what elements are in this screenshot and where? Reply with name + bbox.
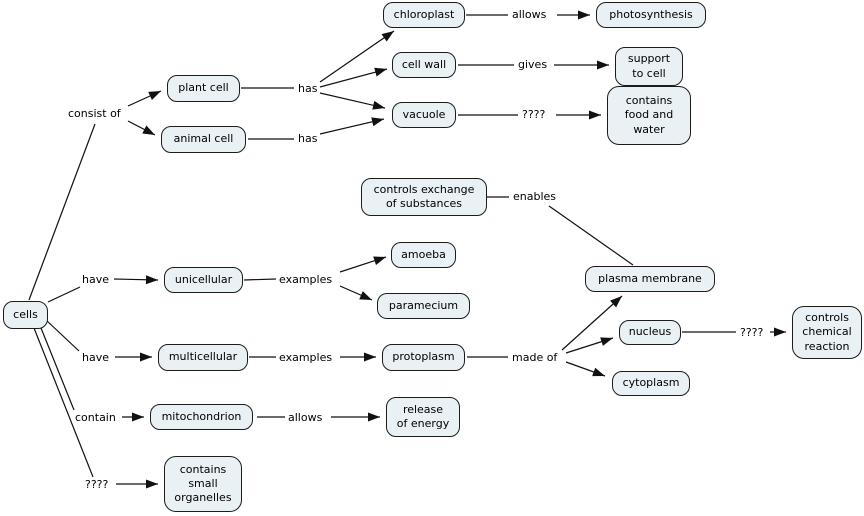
edge-consistof-animalcell <box>127 120 156 136</box>
edge-label-consist-of[interactable]: consist of <box>67 107 122 120</box>
node-mitochondrion[interactable]: mitochondrion <box>150 404 253 430</box>
edge-has-chloroplast <box>319 30 395 83</box>
edge-label-contain[interactable]: contain <box>74 411 117 424</box>
node-multicellular[interactable]: multicellular <box>158 344 248 371</box>
edge-label-has-plant[interactable]: has <box>297 82 319 95</box>
node-cells-label: cells <box>13 307 38 321</box>
edge-label-gives[interactable]: gives <box>517 58 549 71</box>
node-plasma-membrane[interactable]: plasma membrane <box>585 266 715 292</box>
node-chloroplast-label: chloroplast <box>393 7 455 21</box>
node-cells[interactable]: cells <box>3 301 48 329</box>
node-paramecium[interactable]: paramecium <box>377 293 470 319</box>
edge-has-vacuole-plant <box>319 92 386 110</box>
edge-label-allows-top[interactable]: allows <box>511 8 548 21</box>
edge-enables-plasmamembrane <box>548 205 634 266</box>
node-plant-cell-label: plant cell <box>178 81 229 95</box>
edge-label-unknown-vacuole[interactable]: ???? <box>521 108 547 121</box>
node-support-to-cell[interactable]: support to cell <box>615 47 683 86</box>
edge-label-unknown-nucleus[interactable]: ???? <box>739 326 765 339</box>
node-amoeba-label: amoeba <box>401 247 446 261</box>
edge-consistof-plantcell <box>127 90 162 107</box>
node-cell-wall-label: cell wall <box>401 57 447 71</box>
node-photosynthesis-label: photosynthesis <box>609 7 693 21</box>
edge-cells-have-multicellular <box>45 319 80 352</box>
node-contains-food-and-water-label: contains food and water <box>624 94 674 136</box>
edge-label-examples-unicellular[interactable]: examples <box>278 273 334 286</box>
node-multicellular-label: multicellular <box>168 350 238 364</box>
edge-label-made-of[interactable]: made of <box>511 351 559 364</box>
node-unicellular-label: unicellular <box>174 272 233 286</box>
edge-unicellular-examples <box>243 278 277 281</box>
edge-label-allows-mitochondrion[interactable]: allows <box>287 411 324 424</box>
edge-examples-amoeba <box>339 256 387 273</box>
node-controls-chemical-reaction[interactable]: controls chemical reaction <box>792 306 862 359</box>
node-contains-food-and-water[interactable]: contains food and water <box>607 86 691 145</box>
node-plasma-membrane-label: plasma membrane <box>598 271 702 285</box>
node-release-of-energy[interactable]: release of energy <box>386 397 460 437</box>
node-cytoplasm-label: cytoplasm <box>622 376 680 390</box>
node-unicellular[interactable]: unicellular <box>164 267 243 293</box>
edge-label-have-unicellular[interactable]: have <box>81 273 110 286</box>
node-release-of-energy-label: release of energy <box>396 402 450 430</box>
node-paramecium-label: paramecium <box>388 298 459 312</box>
edge-label-enables[interactable]: enables <box>512 190 558 203</box>
node-vacuole-label: vacuole <box>402 107 446 121</box>
edge-cells-consistof <box>28 123 96 301</box>
node-cytoplasm[interactable]: cytoplasm <box>612 371 690 396</box>
node-controls-exchange-of-substances[interactable]: controls exchange of substances <box>361 178 487 216</box>
node-amoeba[interactable]: amoeba <box>391 242 456 268</box>
edge-label-has-animal[interactable]: has <box>297 132 319 145</box>
edge-has-cellwall <box>319 67 388 88</box>
node-nucleus-label: nucleus <box>628 325 672 339</box>
node-cell-wall[interactable]: cell wall <box>392 52 456 78</box>
edge-cells-contain <box>40 327 75 411</box>
node-controls-exchange-of-substances-label: controls exchange of substances <box>373 182 475 210</box>
node-protoplasm[interactable]: protoplasm <box>382 344 465 371</box>
node-support-to-cell-label: support to cell <box>627 52 671 80</box>
node-controls-chemical-reaction-label: controls chemical reaction <box>802 311 852 353</box>
edge-has-vacuole-animal <box>319 117 385 135</box>
node-animal-cell-label: animal cell <box>173 132 234 146</box>
node-vacuole[interactable]: vacuole <box>392 102 456 128</box>
edge-label-have-multicellular[interactable]: have <box>81 351 110 364</box>
node-photosynthesis[interactable]: photosynthesis <box>596 2 706 28</box>
edge-cells-have-unicellular <box>47 286 81 303</box>
edge-madeof-cytoplasm <box>565 361 606 377</box>
node-plant-cell[interactable]: plant cell <box>167 75 240 102</box>
node-protoplasm-label: protoplasm <box>392 350 455 364</box>
node-contains-small-organelles[interactable]: contains small organelles <box>164 456 242 512</box>
edge-madeof-nucleus <box>565 337 614 354</box>
edge-cells-unknown <box>33 327 94 478</box>
edge-label-unknown-organelles[interactable]: ???? <box>84 478 110 491</box>
edge-examples-paramecium <box>339 285 373 301</box>
node-nucleus[interactable]: nucleus <box>619 320 681 345</box>
edge-madeof-plasmamembrane <box>561 295 623 351</box>
node-animal-cell[interactable]: animal cell <box>161 126 246 153</box>
edge-have-unicellular <box>113 275 159 285</box>
node-chloroplast[interactable]: chloroplast <box>383 2 465 28</box>
node-contains-small-organelles-label: contains small organelles <box>174 462 232 505</box>
node-mitochondrion-label: mitochondrion <box>161 409 242 423</box>
edge-label-examples-multicellular[interactable]: examples <box>278 351 334 364</box>
